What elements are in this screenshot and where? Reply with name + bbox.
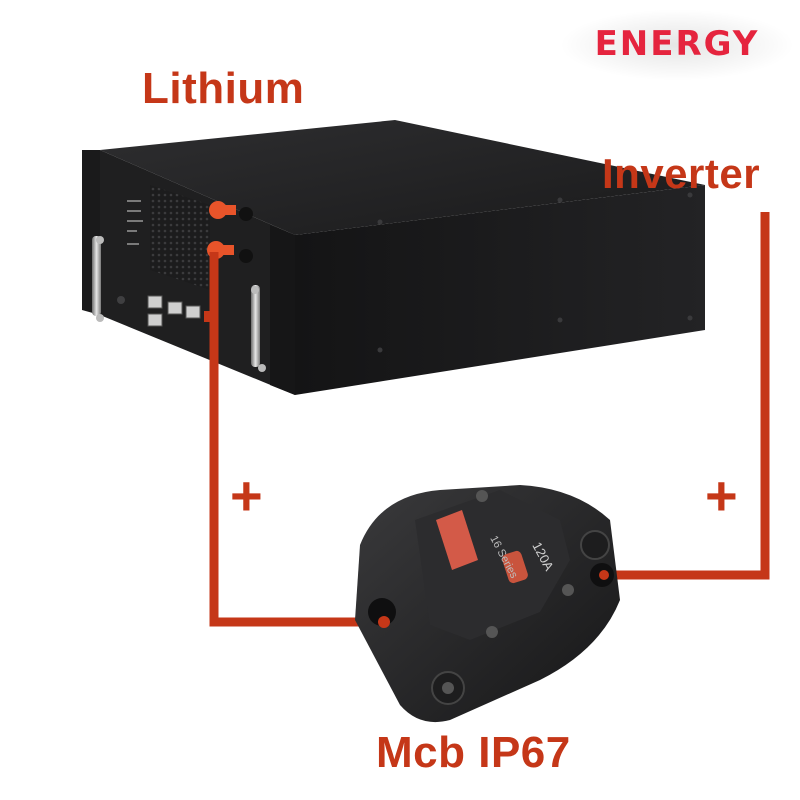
breaker-reset-button: [502, 550, 528, 584]
mcb-breaker: 16 Series 120A: [355, 485, 620, 723]
battery-top-face: [100, 120, 705, 235]
wire-battery-to-breaker: [209, 252, 382, 627]
lithium-battery: [82, 120, 705, 395]
battery-vent-grille: [150, 185, 210, 290]
brand-logo: ENERGY: [562, 10, 792, 80]
battery-label: Lithium: [142, 64, 305, 113]
inverter-label: Inverter: [602, 150, 761, 197]
battery-side-face: [295, 185, 705, 395]
wires: [209, 212, 770, 627]
wire-breaker-to-inverter: [604, 212, 770, 580]
breaker-label: Mcb IP67: [376, 728, 571, 777]
brand-logo-text: ENERGY: [594, 24, 760, 64]
battery-indicator-labels: [127, 200, 143, 245]
battery-handles: [92, 236, 266, 372]
battery-side-rivets: [377, 192, 693, 353]
positive-sign-left: +: [230, 464, 263, 527]
battery-right-ear: [270, 225, 295, 395]
breaker-lever: [436, 510, 478, 570]
positive-sign-right: +: [705, 464, 738, 527]
battery-comm-ports: [117, 295, 210, 327]
